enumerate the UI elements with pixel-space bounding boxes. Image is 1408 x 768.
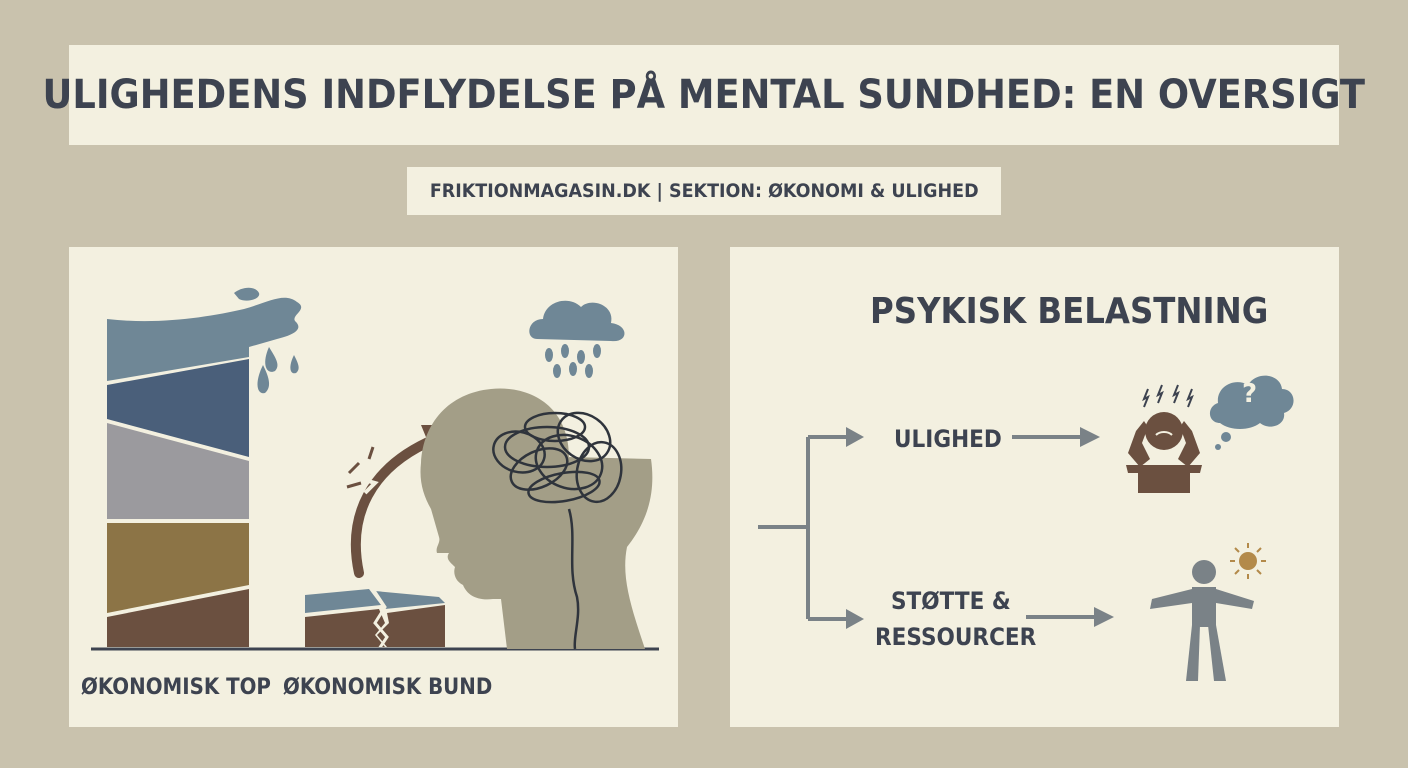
- label-economic-bottom: ØKONOMISK BUND: [283, 675, 493, 700]
- page-title: ULIGHEDENS INDFLYDELSE PÅ MENTAL SUNDHED…: [42, 72, 1366, 118]
- arrow-to-calm: [1026, 607, 1114, 627]
- economy-illustration: [91, 287, 659, 651]
- arrow-head-bottom: [846, 609, 864, 629]
- arrow-head-top: [846, 427, 864, 447]
- arrow-to-stress: [1012, 427, 1100, 447]
- storm-cloud-icon: [529, 300, 625, 378]
- question-cloud-icon: [1209, 375, 1294, 450]
- branch-label-support-line1: STØTTE &: [891, 587, 1011, 615]
- source-banner: FRIKTIONMAGASIN.DK | SEKTION: ØKONOMI & …: [407, 167, 1001, 215]
- question-mark: ?: [1242, 379, 1258, 409]
- calm-person-icon: [1150, 560, 1254, 681]
- cracked-block-icon: [305, 588, 445, 650]
- tangled-head-icon: [420, 388, 653, 650]
- source-line: FRIKTIONMAGASIN.DK | SEKTION: ØKONOMI & …: [429, 180, 979, 202]
- sun-icon: [1230, 543, 1266, 579]
- economy-illustration-panel: ØKONOMISK TOP ØKONOMISK BUND: [69, 247, 678, 727]
- label-economic-top: ØKONOMISK TOP: [81, 675, 271, 700]
- branch-connector: [758, 435, 848, 621]
- branch-label-support-line2: RESSOURCER: [875, 623, 1037, 651]
- title-banner: ULIGHEDENS INDFLYDELSE PÅ MENTAL SUNDHED…: [43, 45, 1365, 145]
- strain-flow-diagram: [758, 375, 1294, 681]
- branch-label-inequality: ULIGHED: [894, 425, 1002, 453]
- mental-strain-panel: PSYKISK BELASTNING ULIGHED STØTTE & RESS…: [730, 247, 1339, 727]
- panel-heading: PSYKISK BELASTNING: [870, 291, 1269, 332]
- stressed-person-icon: [1126, 384, 1202, 493]
- stacked-layers-icon: [107, 287, 302, 647]
